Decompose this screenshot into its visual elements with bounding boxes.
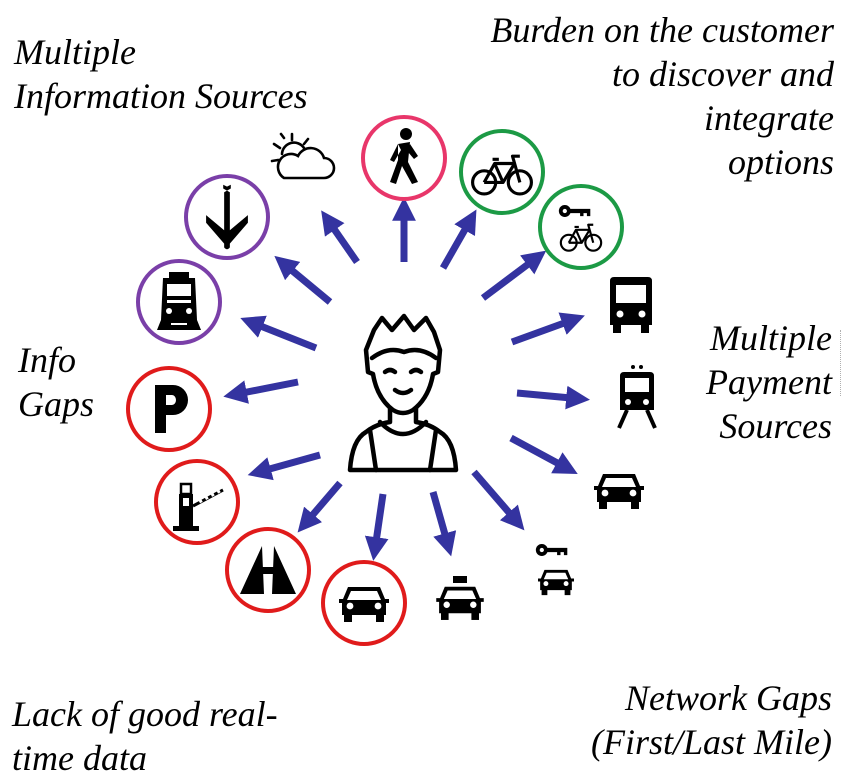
locomotive-icon bbox=[157, 272, 201, 330]
highway-icon bbox=[240, 546, 296, 594]
caption-network-gaps: Network Gaps (First/Last Mile) bbox=[591, 676, 832, 764]
caption-line: Payment bbox=[706, 362, 832, 402]
arrow bbox=[297, 480, 343, 533]
arrows-group bbox=[223, 196, 590, 561]
car-share-icon bbox=[535, 544, 574, 596]
weather-icon bbox=[270, 132, 336, 180]
toll-gate-icon bbox=[173, 482, 224, 531]
arrow bbox=[321, 210, 360, 264]
bike-share-icon bbox=[558, 205, 603, 252]
info-gap-ring bbox=[154, 459, 240, 545]
arrow bbox=[471, 469, 525, 531]
car-icon bbox=[339, 587, 389, 622]
caption-line: options bbox=[727, 142, 834, 182]
arrow bbox=[480, 250, 547, 301]
caption-multiple-payment-sources: Multiple Payment Sources bbox=[706, 316, 832, 448]
caption-line: integrate bbox=[704, 98, 834, 138]
caption-line: to discover and bbox=[612, 54, 834, 94]
caption-line: Multiple bbox=[710, 318, 832, 358]
arrow bbox=[439, 209, 477, 270]
arrow bbox=[240, 315, 318, 352]
parking-icon bbox=[155, 385, 188, 433]
caption-line: Information Sources bbox=[14, 76, 308, 116]
arrow bbox=[274, 255, 333, 305]
pedestrian-icon bbox=[390, 128, 418, 184]
bicycle-icon bbox=[471, 154, 533, 196]
arrow bbox=[429, 491, 457, 557]
caption-lack-realtime-data: Lack of good real- time data bbox=[12, 692, 278, 780]
caption-line: Lack of good real- bbox=[12, 694, 278, 734]
center-person bbox=[347, 313, 459, 473]
car-icon bbox=[594, 474, 644, 509]
arrow bbox=[247, 451, 321, 481]
bike-ring bbox=[538, 184, 624, 270]
caption-line: Gaps bbox=[18, 384, 95, 424]
rings-group bbox=[126, 115, 624, 646]
arrow bbox=[516, 385, 590, 410]
caption-line: Multiple bbox=[14, 32, 136, 72]
caption-multiple-info-sources: Multiple Information Sources bbox=[14, 30, 308, 118]
caption-info-gaps: Info Gaps bbox=[18, 338, 94, 426]
caption-line: Network Gaps bbox=[625, 678, 832, 718]
caption-line: Burden on the customer bbox=[490, 10, 834, 50]
caption-line: Info bbox=[18, 340, 76, 380]
arrow bbox=[223, 378, 299, 404]
airplane-icon bbox=[206, 184, 248, 250]
dotted-divider bbox=[840, 330, 841, 396]
arrow bbox=[364, 493, 389, 561]
caption-burden-on-customer: Burden on the customer to discover and i… bbox=[490, 8, 834, 184]
bus-icon bbox=[610, 277, 652, 333]
caption-line: time data bbox=[12, 738, 147, 778]
arrow bbox=[509, 434, 578, 475]
caption-line: Sources bbox=[719, 406, 832, 446]
icons-group bbox=[155, 128, 657, 622]
arrow bbox=[510, 312, 585, 346]
caption-line: (First/Last Mile) bbox=[591, 722, 832, 762]
taxi-icon bbox=[436, 576, 484, 620]
train-icon bbox=[617, 365, 657, 429]
